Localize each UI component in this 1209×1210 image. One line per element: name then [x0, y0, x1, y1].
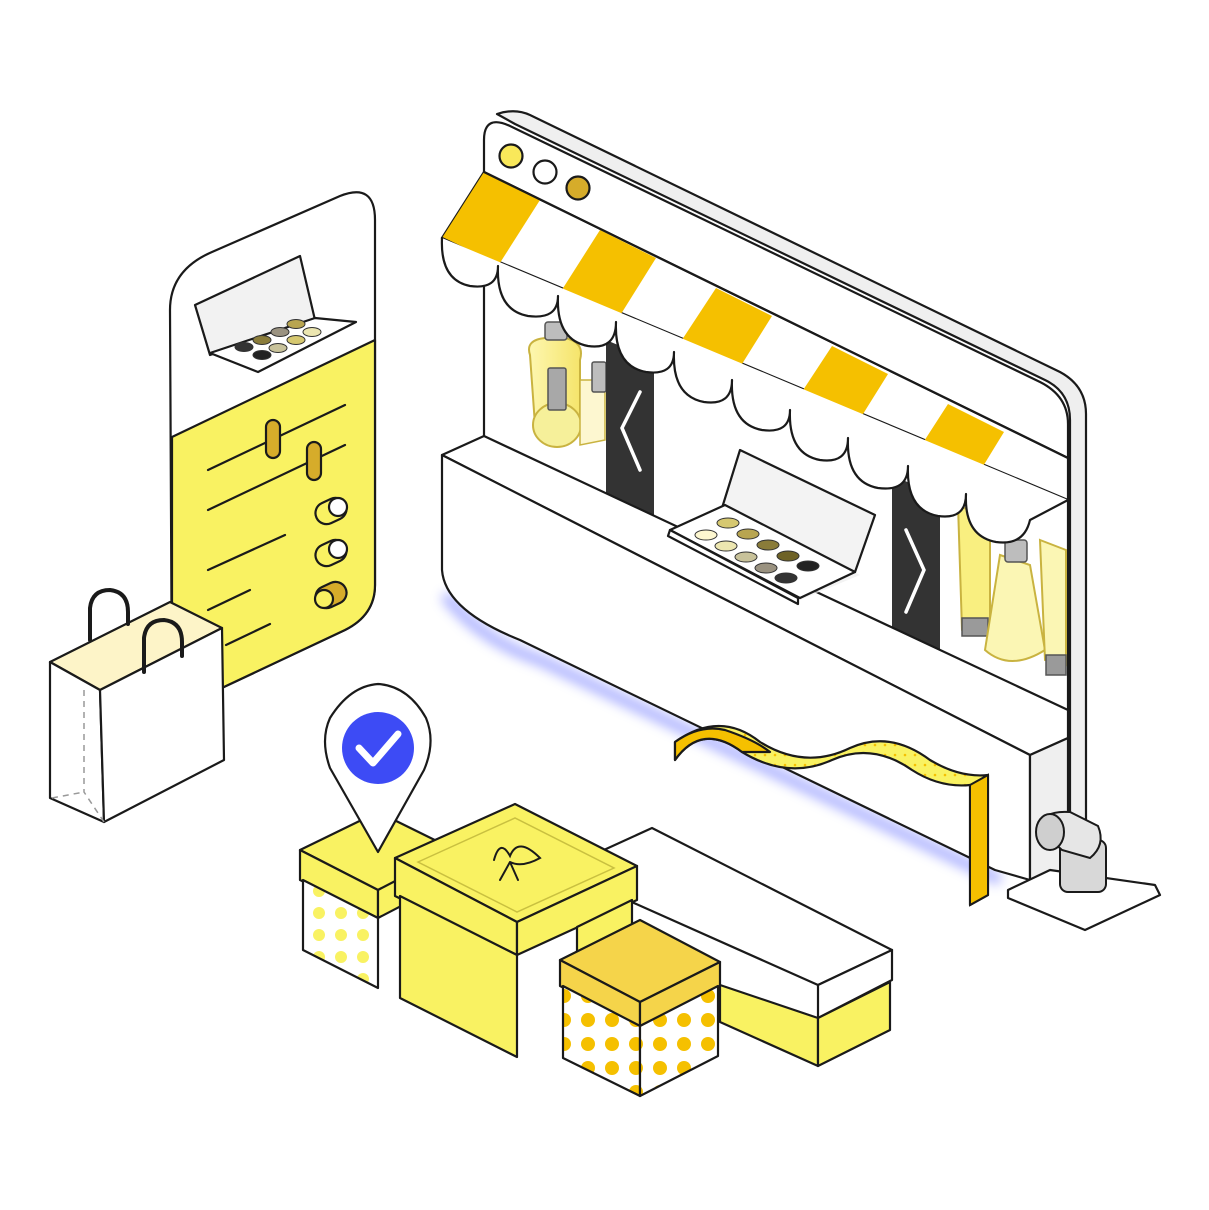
next-panel[interactable]: [892, 475, 940, 665]
chevron-left-icon[interactable]: [620, 390, 642, 472]
check-circle-icon[interactable]: [342, 712, 414, 784]
eyeshadow-palette-icon: [666, 448, 877, 606]
toggle-1[interactable]: [312, 494, 350, 527]
cosmetic-tubes: [956, 503, 1067, 676]
monitor-side: [495, 110, 1088, 890]
eyeshadow-palette-icon: [193, 254, 358, 374]
map-pin-icon[interactable]: [323, 682, 432, 854]
check-mark-icon: [355, 730, 402, 767]
chevron-right-icon[interactable]: [904, 528, 926, 614]
slider-handle-1[interactable]: [264, 418, 282, 460]
window-dot-3[interactable]: [565, 175, 591, 201]
gift-box-gold: [558, 918, 722, 1098]
shopping-bag-icon: [48, 587, 226, 824]
mobile-phone: [168, 191, 377, 714]
counter-front: [440, 453, 1032, 882]
screen-glow: [441, 591, 1003, 885]
toggle-2[interactable]: [312, 536, 350, 569]
gift-box-long: [558, 826, 894, 1068]
perfume-bottles: [528, 321, 607, 448]
monitor-stand: [1006, 810, 1162, 932]
shop-awning: [440, 170, 1070, 544]
filter-slider-2[interactable]: [206, 443, 347, 512]
storefront-monitor: [440, 110, 1162, 932]
window-dot-2[interactable]: [532, 159, 558, 185]
slider-handle-2[interactable]: [305, 440, 323, 482]
phone-panel: [170, 338, 377, 714]
toggle-3[interactable]: [312, 578, 350, 611]
window-dot-1[interactable]: [498, 143, 524, 169]
prev-panel[interactable]: [606, 340, 654, 522]
wave-banner: [673, 724, 990, 907]
